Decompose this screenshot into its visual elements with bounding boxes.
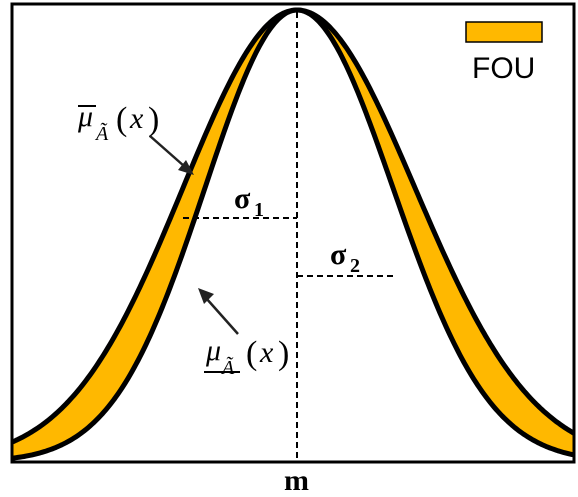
upper-mf-arrowhead [178, 160, 194, 175]
lower-mf-subscript: Ã [220, 355, 235, 379]
sigma1-symbol: σ [234, 182, 251, 215]
plot-frame [10, 2, 576, 464]
lower-mf-symbol: μ [205, 334, 221, 367]
mean-label: m [284, 464, 309, 497]
upper-mf-subscript: Ã [94, 121, 109, 145]
upper-mf-paren-close: ) [148, 101, 159, 138]
upper-mf-label: μ Ã ( x ) [77, 100, 159, 145]
fou-band-left [12, 10, 297, 459]
lower-mf-paren-close: ) [278, 335, 289, 372]
lower-mf-var: x [259, 336, 274, 369]
lower-mf-arrowhead [198, 288, 214, 304]
upper-mf-symbol: μ [77, 100, 93, 133]
sigma1-label: σ 1 [234, 182, 264, 221]
sigma1-index: 1 [254, 199, 264, 221]
lower-mf-arrow [205, 297, 239, 335]
sigma2-symbol: σ [330, 238, 347, 271]
upper-mf-paren-open: ( [116, 101, 127, 138]
lower-membership-curve [11, 7, 575, 461]
sigma2-index: 2 [350, 255, 360, 277]
upper-mf-arrow [149, 135, 185, 167]
sigma2-label: σ 2 [330, 238, 360, 277]
legend-swatch [465, 21, 543, 43]
legend-label: FOU [472, 52, 535, 85]
lower-mf-paren-open: ( [246, 335, 257, 372]
lower-mf-label: μ Ã ( x ) [204, 334, 289, 379]
upper-mf-var: x [129, 102, 144, 135]
